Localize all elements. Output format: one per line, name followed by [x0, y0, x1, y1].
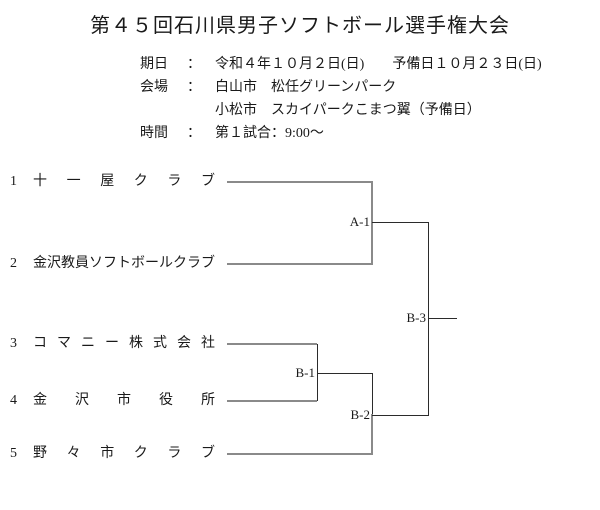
bracket-line-team3: [227, 343, 317, 345]
venue-label-spacer: [140, 99, 187, 122]
bracket-line-b2-out: [372, 415, 429, 416]
bracket-connector-b2-upper: [372, 373, 373, 415]
seed-number: 5: [10, 446, 17, 461]
venue-colon-spacer: [187, 99, 215, 122]
seed-number: 4: [10, 393, 17, 408]
venue-value-2: 小松市 スカイパークこまつ翼（予備日）: [215, 103, 481, 118]
bracket-line-b1-out: [317, 373, 372, 374]
time-value: 第１試合：9:00～: [215, 126, 324, 141]
seed-number: 1: [10, 174, 17, 189]
bracket-line-team5: [227, 453, 372, 455]
page-title: 第４５回石川県男子ソフトボール選手権大会: [90, 15, 510, 37]
bracket-line-team1: [227, 181, 372, 183]
bracket-line-team4: [227, 400, 317, 402]
bracket-connector-b2-lower: [371, 414, 373, 455]
event-info: 期日 ： 令和４年１０月２日(日) 予備日１０月２３日(日) 会場 ： 白山市 …: [140, 53, 542, 145]
venue-colon: ：: [187, 80, 201, 95]
info-row-time: 時間 ： 第１試合：9:00～: [140, 122, 542, 145]
team-name-4: 金沢市役所: [33, 393, 215, 408]
team-name-5: 野々市クラブ: [33, 446, 215, 461]
team-name-1: 十一屋クラブ: [33, 174, 215, 189]
bracket-connector-b3: [428, 222, 429, 416]
date-value: 令和４年１０月２日(日) 予備日１０月２３日(日): [215, 57, 542, 72]
time-label: 時間: [140, 126, 168, 141]
match-label-b3: B-3: [406, 310, 427, 325]
info-row-date: 期日 ： 令和４年１０月２日(日) 予備日１０月２３日(日): [140, 53, 542, 76]
date-label: 期日: [140, 57, 168, 72]
bracket-connector-a1: [371, 181, 373, 265]
venue-label: 会場: [140, 80, 168, 95]
seed-number: 2: [10, 256, 17, 271]
info-row-venue: 会場 ： 白山市 松任グリーンパーク: [140, 76, 542, 99]
seed-number: 3: [10, 336, 17, 351]
match-label-b2: B-2: [350, 407, 371, 422]
bracket-line-winner: [429, 318, 457, 319]
bracket-line-team2: [227, 263, 372, 265]
bracket-line-a1-out: [372, 222, 429, 223]
team-name-2: 金沢教員ソフトボールクラブ: [33, 256, 215, 271]
info-row-venue-2: 小松市 スカイパークこまつ翼（予備日）: [140, 99, 542, 122]
team-name-3: コマニー株式会社: [33, 336, 215, 351]
bracket-connector-b1: [317, 344, 318, 401]
time-colon: ：: [187, 126, 201, 141]
venue-value-1: 白山市 松任グリーンパーク: [215, 80, 397, 95]
match-label-b1: B-1: [295, 365, 316, 380]
date-colon: ：: [187, 57, 201, 72]
match-label-a1: A-1: [349, 214, 370, 229]
